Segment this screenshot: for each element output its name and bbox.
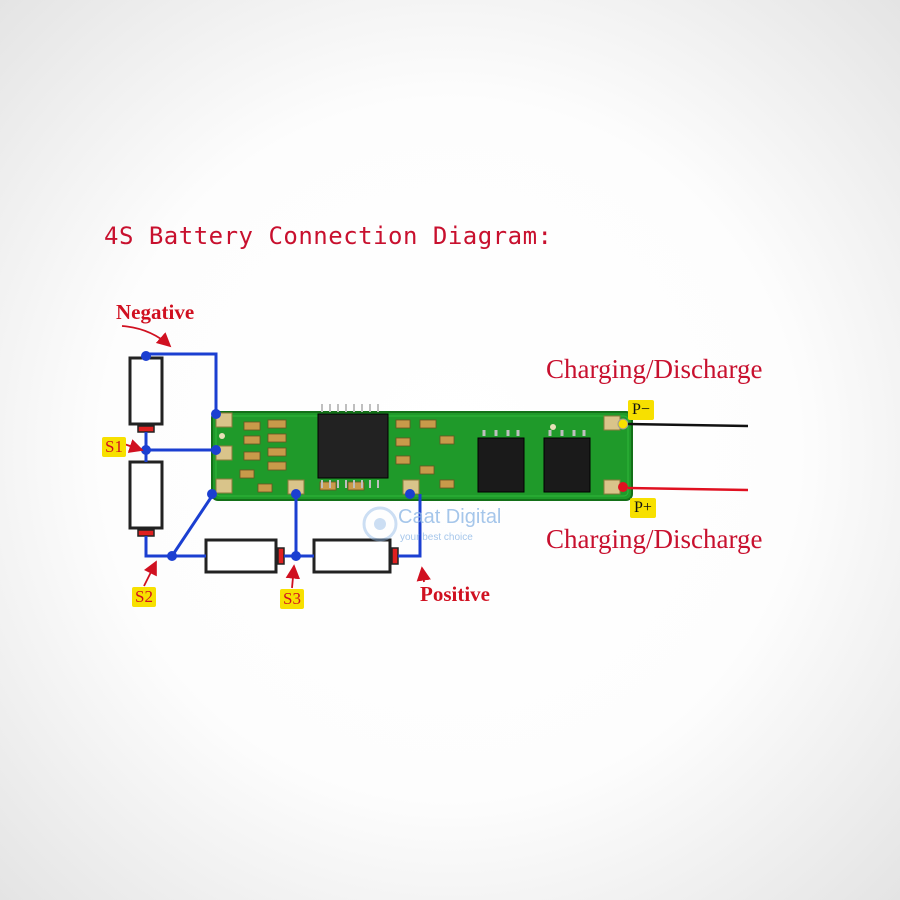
wiring — [144, 352, 422, 558]
watermark-tagline: your best choice — [400, 532, 473, 543]
tag-s3: S3 — [280, 589, 304, 609]
battery-cell-3 — [204, 538, 285, 574]
watermark-logo-icon — [362, 506, 398, 542]
battery-cell-4 — [312, 538, 399, 574]
label-charging-discharge-top: Charging/Discharge — [546, 354, 763, 384]
smd-components — [239, 419, 455, 493]
arrow-positive — [416, 566, 431, 583]
arrow-negative — [121, 325, 172, 348]
tag-s2: S2 — [132, 587, 156, 607]
wire-p-plus — [627, 486, 749, 492]
arrow-s1 — [123, 439, 144, 453]
arrow-s2 — [143, 560, 157, 587]
protection-ic — [317, 404, 389, 488]
bms-pcb-board — [211, 404, 633, 501]
pad-p+ — [603, 479, 621, 495]
watermark-name: Caat Digital — [398, 506, 502, 528]
wire-s2-tap — [144, 495, 214, 558]
tag-p-minus: P− — [628, 400, 654, 420]
label-negative: Negative — [116, 300, 195, 324]
label-positive: Positive — [420, 582, 490, 606]
wire-p-minus — [627, 422, 749, 428]
label-arrows — [121, 325, 431, 589]
pad-s2 — [215, 478, 233, 494]
tag-s1: S1 — [102, 437, 126, 457]
arrow-s3 — [285, 564, 301, 589]
diagram-title: 4S Battery Connection Diagram: — [104, 222, 553, 250]
tag-p-plus: P+ — [630, 498, 656, 518]
battery-cell-1 — [128, 356, 164, 433]
mosfet-1 — [477, 430, 525, 493]
mosfet-2 — [543, 430, 591, 493]
wire-junctions — [141, 351, 415, 561]
battery-cell-2 — [128, 460, 164, 537]
label-charging-discharge-bottom: Charging/Discharge — [546, 524, 763, 554]
output-wires — [617, 418, 749, 492]
via-hole — [550, 424, 556, 430]
via-hole — [219, 433, 225, 439]
